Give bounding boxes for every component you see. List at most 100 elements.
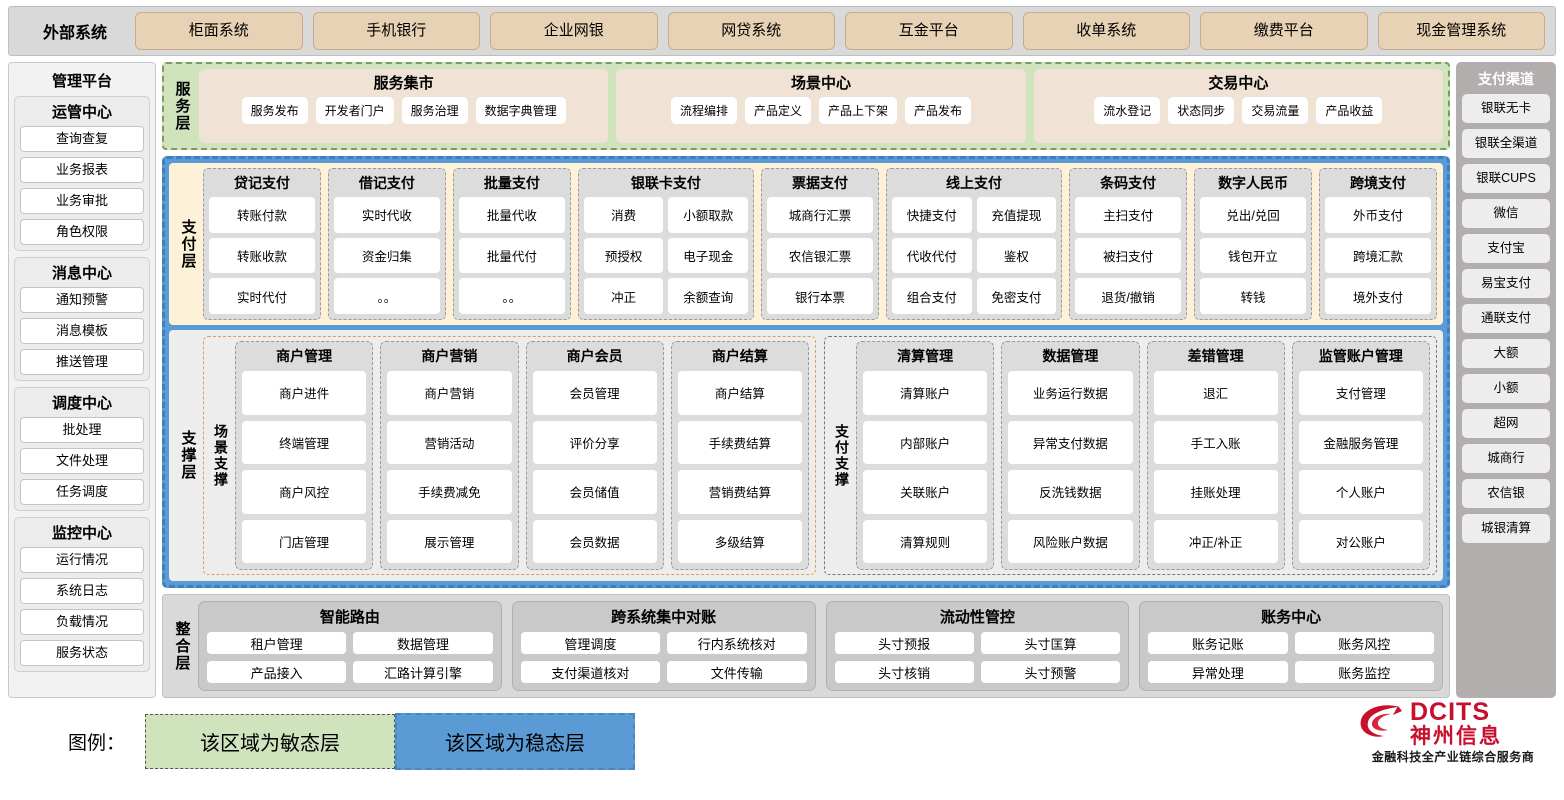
support-item[interactable]: 退汇 <box>1153 371 1278 415</box>
management-item[interactable]: 文件处理 <box>20 448 144 474</box>
support-item[interactable]: 商户风控 <box>242 470 367 514</box>
external-system-item[interactable]: 互金平台 <box>845 12 1013 50</box>
payment-channel-item[interactable]: 通联支付 <box>1462 304 1550 333</box>
integration-item[interactable]: 支付渠道核对 <box>520 661 661 683</box>
external-system-item[interactable]: 缴费平台 <box>1200 12 1368 50</box>
payment-item[interactable]: 快捷支付 <box>891 197 972 233</box>
payment-item[interactable]: 农信银汇票 <box>767 237 873 274</box>
payment-item[interactable]: 。。 <box>333 278 440 314</box>
service-item[interactable]: 服务治理 <box>401 97 468 124</box>
payment-item[interactable]: 被扫支付 <box>1075 237 1182 274</box>
support-item[interactable]: 冲正/补正 <box>1153 519 1278 563</box>
support-item[interactable]: 个人账户 <box>1298 470 1423 514</box>
payment-item[interactable]: 余额查询 <box>668 278 749 314</box>
payment-channel-item[interactable]: 超网 <box>1462 409 1550 438</box>
payment-item[interactable]: 主扫支付 <box>1075 197 1182 233</box>
payment-item[interactable]: 冲正 <box>583 278 664 314</box>
integration-item[interactable]: 账务监控 <box>1294 661 1434 683</box>
management-item[interactable]: 业务审批 <box>20 188 144 214</box>
payment-item[interactable]: 实时代收 <box>333 197 440 233</box>
support-item[interactable]: 支付管理 <box>1298 371 1423 415</box>
integration-item[interactable]: 汇路计算引擎 <box>353 661 493 683</box>
payment-item[interactable]: 实时代付 <box>209 278 315 314</box>
support-item[interactable]: 商户进件 <box>242 371 367 415</box>
payment-item[interactable]: 组合支付 <box>891 278 972 314</box>
integration-item[interactable]: 头寸预报 <box>834 632 974 654</box>
external-system-item[interactable]: 手机银行 <box>312 12 480 50</box>
payment-item[interactable]: 小额取款 <box>668 197 749 233</box>
external-system-item[interactable]: 现金管理系统 <box>1377 12 1545 50</box>
management-item[interactable]: 角色权限 <box>20 219 144 245</box>
support-item[interactable]: 金融服务管理 <box>1298 420 1423 464</box>
management-item[interactable]: 通知预警 <box>20 287 144 313</box>
payment-channel-item[interactable]: 银联全渠道 <box>1462 129 1550 158</box>
payment-channel-item[interactable]: 银联无卡 <box>1462 94 1550 123</box>
service-item[interactable]: 交易流量 <box>1242 97 1309 124</box>
support-item[interactable]: 对公账户 <box>1298 519 1423 563</box>
support-item[interactable]: 清算规则 <box>863 519 988 563</box>
support-item[interactable]: 商户营销 <box>387 371 512 415</box>
integration-item[interactable]: 管理调度 <box>520 632 661 654</box>
support-item[interactable]: 手续费结算 <box>677 420 802 464</box>
external-system-item[interactable]: 柜面系统 <box>135 12 303 50</box>
management-item[interactable]: 业务报表 <box>20 157 144 183</box>
integration-item[interactable]: 文件传输 <box>667 661 807 683</box>
management-item[interactable]: 负载情况 <box>20 609 144 635</box>
support-item[interactable]: 会员数据 <box>532 519 657 563</box>
service-item[interactable]: 开发者门户 <box>315 97 394 124</box>
service-item[interactable]: 产品上下架 <box>818 97 897 124</box>
integration-item[interactable]: 头寸预警 <box>980 661 1121 683</box>
support-item[interactable]: 关联账户 <box>863 470 988 514</box>
payment-channel-item[interactable]: 易宝支付 <box>1462 269 1550 298</box>
payment-channel-item[interactable]: 支付宝 <box>1462 234 1550 263</box>
management-item[interactable]: 运行情况 <box>20 547 144 573</box>
integration-item[interactable]: 头寸匡算 <box>980 632 1121 654</box>
support-item[interactable]: 反洗钱数据 <box>1008 470 1133 514</box>
support-item[interactable]: 终端管理 <box>242 420 367 464</box>
support-item[interactable]: 营销活动 <box>387 420 512 464</box>
support-item[interactable]: 会员管理 <box>532 371 657 415</box>
service-item[interactable]: 产品收益 <box>1316 97 1383 124</box>
support-item[interactable]: 风险账户数据 <box>1008 519 1133 563</box>
payment-item[interactable]: 批量代收 <box>458 197 565 233</box>
payment-item[interactable]: 充值提现 <box>976 197 1057 233</box>
payment-item[interactable]: 。。 <box>458 278 565 314</box>
support-item[interactable]: 手续费减免 <box>387 470 512 514</box>
management-item[interactable]: 批处理 <box>20 417 144 443</box>
payment-item[interactable]: 资金归集 <box>333 237 440 274</box>
payment-item[interactable]: 跨境汇款 <box>1325 237 1431 274</box>
payment-item[interactable]: 转钱 <box>1200 278 1307 314</box>
management-item[interactable]: 系统日志 <box>20 578 144 604</box>
payment-channel-item[interactable]: 大额 <box>1462 339 1550 368</box>
service-item[interactable]: 服务发布 <box>241 97 308 124</box>
external-system-item[interactable]: 企业网银 <box>490 12 658 50</box>
support-item[interactable]: 清算账户 <box>863 371 988 415</box>
payment-item[interactable]: 电子现金 <box>668 237 749 274</box>
payment-channel-item[interactable]: 微信 <box>1462 199 1550 228</box>
support-item[interactable]: 展示管理 <box>387 519 512 563</box>
management-item[interactable]: 服务状态 <box>20 640 144 666</box>
integration-item[interactable]: 数据管理 <box>353 632 493 654</box>
payment-item[interactable]: 鉴权 <box>976 237 1057 274</box>
integration-item[interactable]: 账务风控 <box>1294 632 1434 654</box>
integration-item[interactable]: 异常处理 <box>1148 661 1288 683</box>
support-item[interactable]: 挂账处理 <box>1153 470 1278 514</box>
payment-item[interactable]: 批量代付 <box>458 237 565 274</box>
integration-item[interactable]: 账务记账 <box>1148 632 1288 654</box>
payment-item[interactable]: 钱包开立 <box>1200 237 1307 274</box>
payment-item[interactable]: 城商行汇票 <box>767 197 873 233</box>
service-item[interactable]: 状态同步 <box>1168 97 1235 124</box>
external-system-item[interactable]: 网贷系统 <box>667 12 835 50</box>
integration-item[interactable]: 租户管理 <box>207 632 347 654</box>
payment-item[interactable]: 兑出/兑回 <box>1200 197 1307 233</box>
payment-item[interactable]: 预授权 <box>583 237 664 274</box>
payment-channel-item[interactable]: 城商行 <box>1462 444 1550 473</box>
external-system-item[interactable]: 收单系统 <box>1022 12 1190 50</box>
integration-item[interactable]: 行内系统核对 <box>667 632 807 654</box>
support-item[interactable]: 评价分享 <box>532 420 657 464</box>
payment-item[interactable]: 免密支付 <box>976 278 1057 314</box>
service-item[interactable]: 产品定义 <box>744 97 811 124</box>
payment-item[interactable]: 银行本票 <box>767 278 873 314</box>
management-item[interactable]: 任务调度 <box>20 479 144 505</box>
payment-item[interactable]: 代收代付 <box>891 237 972 274</box>
